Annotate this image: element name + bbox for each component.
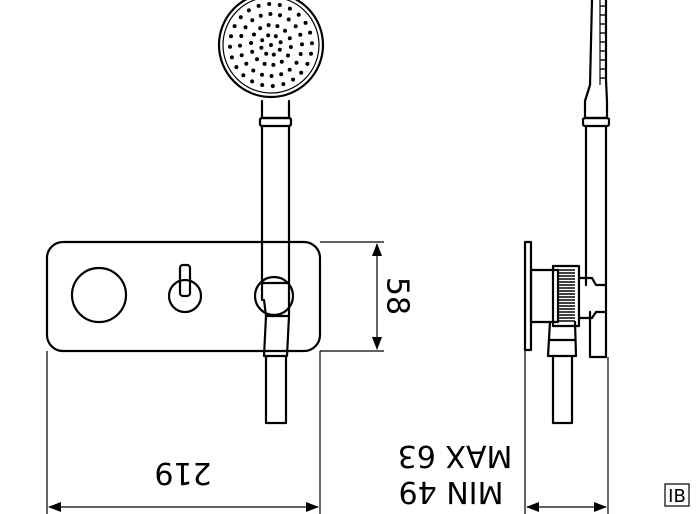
wall-plate [45,240,322,353]
dimension-width: 219 [46,351,321,514]
brand-logo: IB [664,483,690,507]
hand-shower-head [217,0,325,99]
dimension-width-label: 219 [154,455,211,490]
side-hose [546,320,578,425]
dimension-depth-max-label: MAX 63 [398,438,513,473]
side-handle [581,0,611,359]
front-view [45,0,325,425]
brand-logo-text: IB [668,486,686,507]
side-knurled-knob [551,264,581,328]
dimension-height-label: 58 [380,277,415,315]
side-view [523,0,611,425]
diverter-lever [167,263,203,314]
dimension-depth: MAX 63 MIN 49 [398,242,609,514]
control-knob [70,266,128,324]
hand-shower-handle [258,99,293,302]
hose-bracket [262,298,291,425]
dimension-depth-min-label: MIN 49 [399,474,504,509]
spray-holes [228,2,314,88]
side-body [529,268,560,324]
dimension-height: 58 [320,241,415,352]
